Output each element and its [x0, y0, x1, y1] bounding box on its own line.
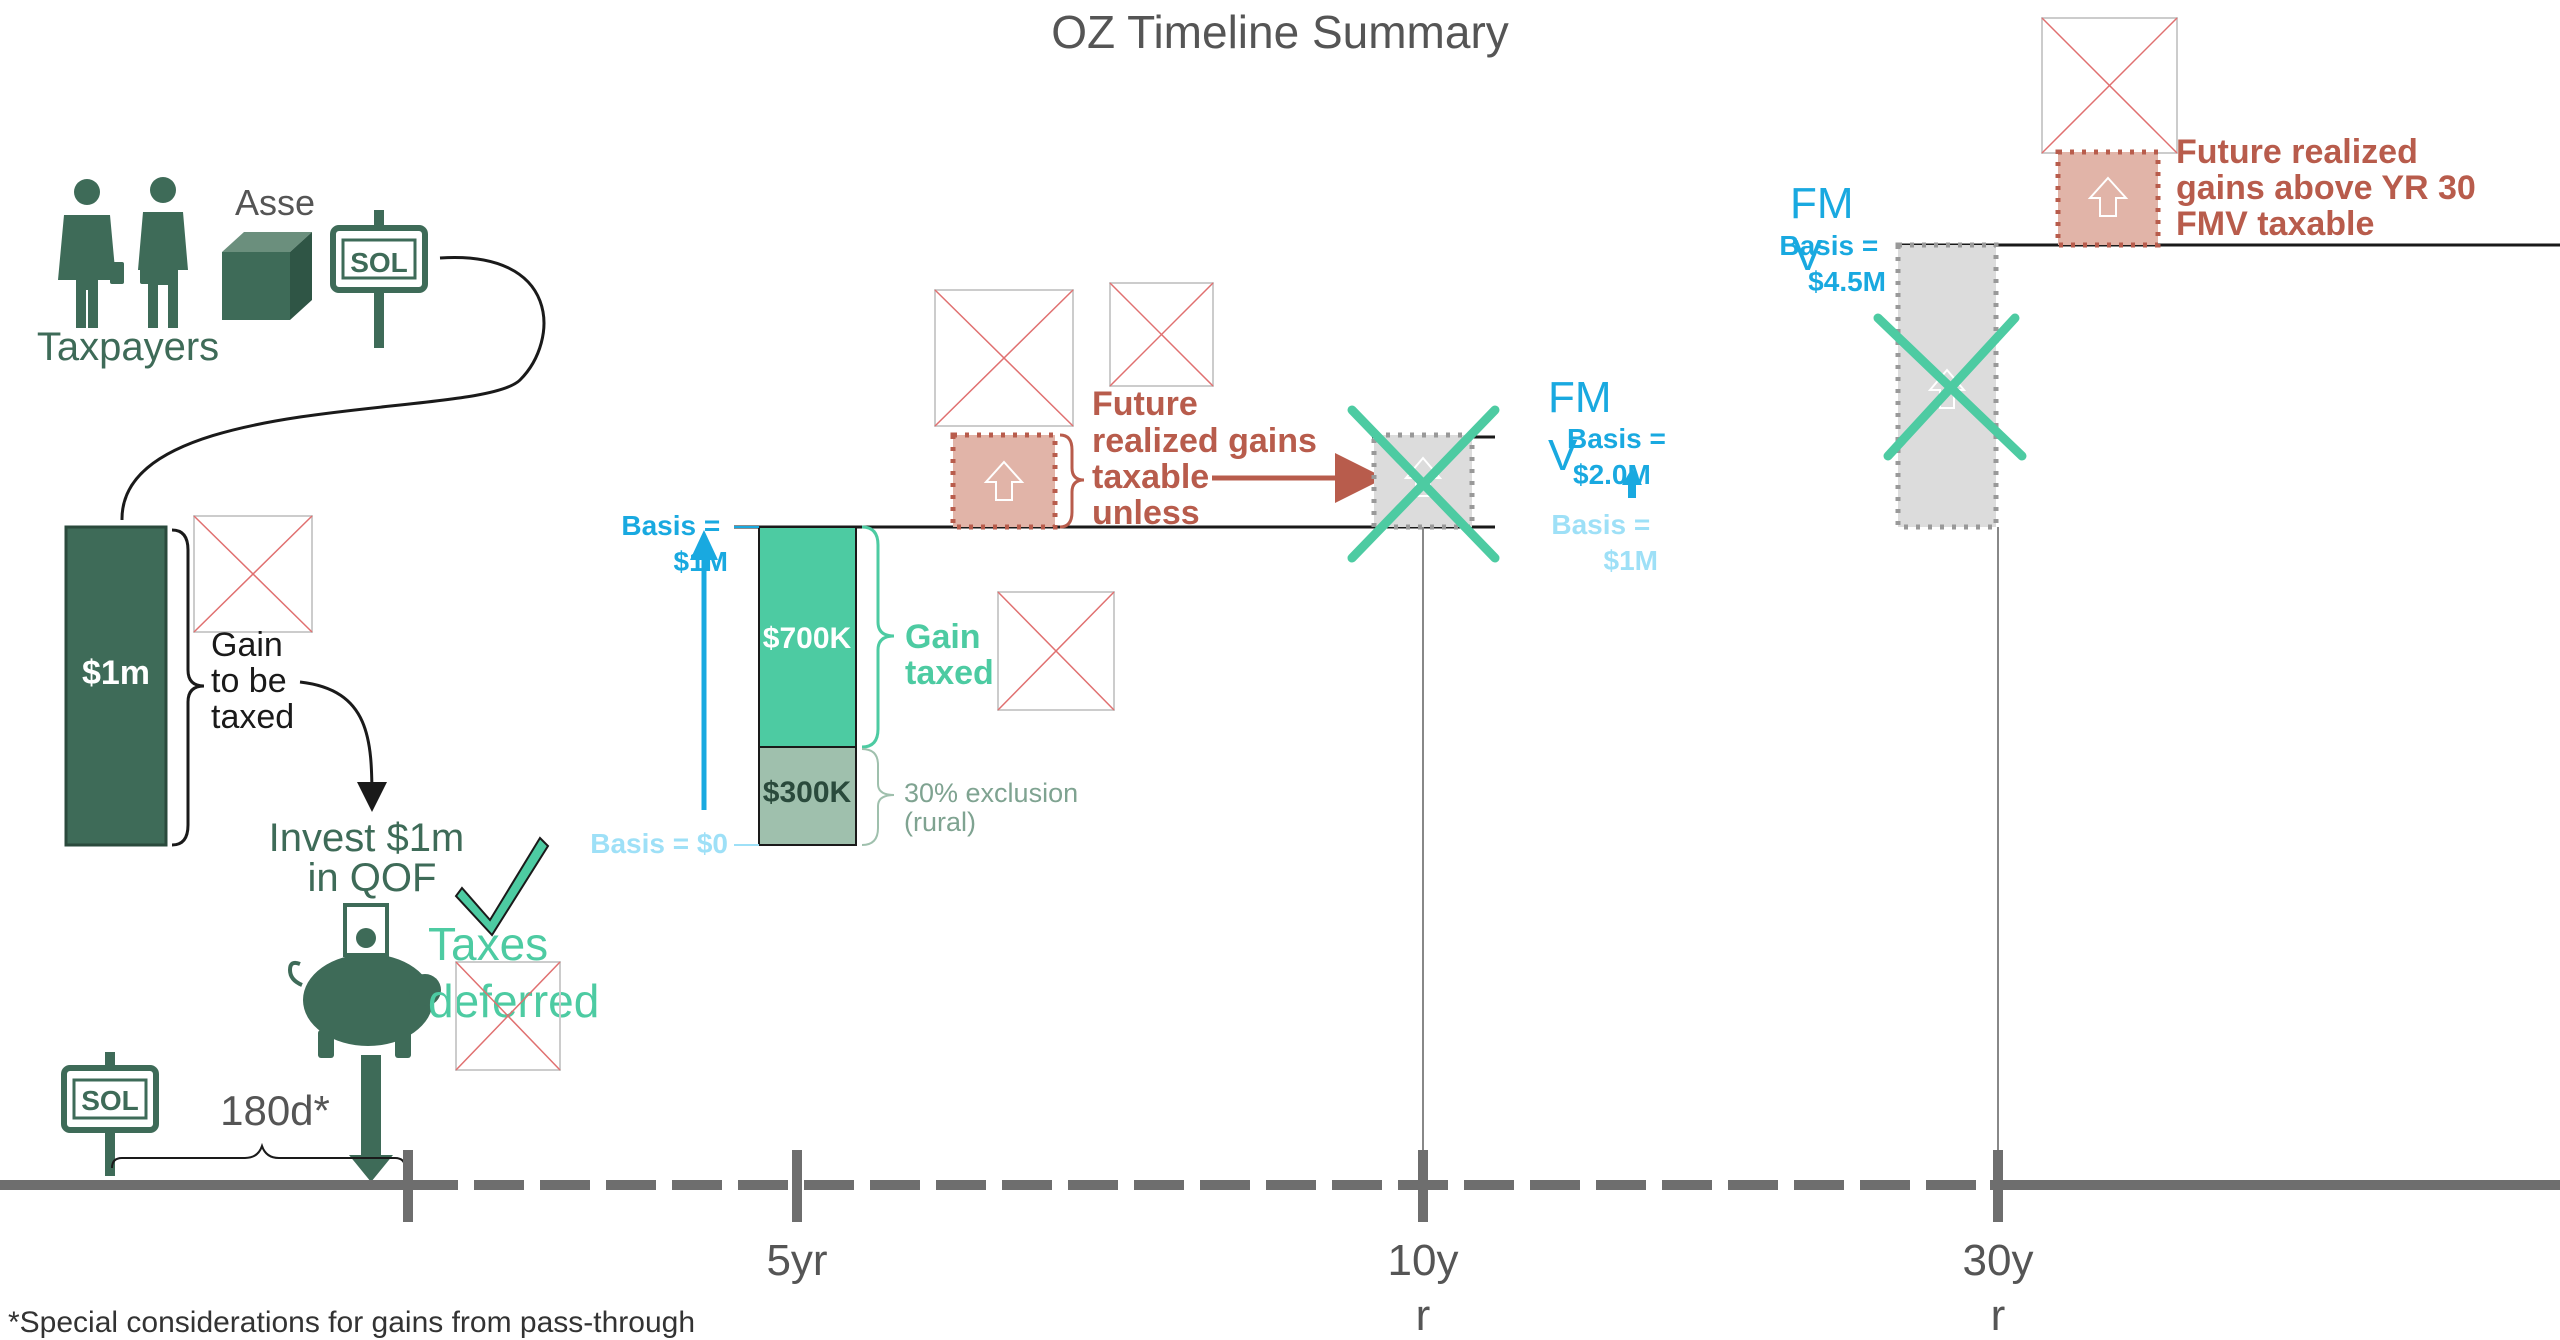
- invest-in-qof-label: Invest $1m in QOF: [269, 816, 476, 900]
- future-gains-box: [950, 432, 1058, 530]
- piggy-bank-icon: [287, 903, 441, 1058]
- investment-bar: [64, 525, 168, 847]
- yr30-future-gains-box: [2055, 149, 2161, 248]
- asset-box-icon: [222, 232, 312, 320]
- yr30-cross-icon: [1873, 313, 2027, 461]
- days-brace: [111, 1142, 406, 1169]
- broken-image-placeholder-icon: [455, 961, 561, 1071]
- yr30-basis-label: Basis = $4.5M: [1779, 230, 1886, 297]
- broken-image-placeholder-icon: [2041, 17, 2178, 154]
- exclusion-label: 30% exclusion (rural): [904, 778, 1086, 837]
- days-label: 180d*: [220, 1087, 330, 1134]
- yr30-future-gains-label: Future realized gains above YR 30 FMV ta…: [2176, 133, 2485, 243]
- broken-image-placeholder-icon: [1109, 282, 1214, 387]
- yr10-cross-icon: [1347, 405, 1500, 563]
- investment-amount: $1m: [82, 654, 150, 692]
- broken-image-placeholder-icon: [193, 515, 313, 633]
- basis-bottom-label: Basis = $0: [590, 828, 728, 859]
- gain-taxed-label: Gain taxed: [905, 618, 994, 692]
- taxpayers-icon: [58, 177, 188, 328]
- stack-upper-segment: [758, 526, 857, 748]
- exclusion-brace: [861, 748, 895, 846]
- sol-sign-bottom-icon: [61, 1052, 159, 1176]
- yr10-fmv-label: FM V: [1548, 373, 1624, 480]
- stack-lower-segment: [758, 746, 857, 846]
- footnote: *Special considerations for gains from p…: [8, 1306, 695, 1339]
- yr10-basis-arrow-icon: [1622, 468, 1642, 498]
- invest-arrow: [299, 680, 387, 812]
- basis-arrow-head-icon: [690, 530, 718, 560]
- taxpayers-label: Taxpayers: [37, 325, 219, 369]
- tick-label-10yr-suffix: r: [1416, 1291, 1431, 1340]
- sol-sign-label: SOL: [350, 247, 408, 278]
- page-title: OZ Timeline Summary: [1051, 6, 1509, 58]
- gain-to-be-taxed-label: Gain to be taxed: [211, 626, 296, 736]
- yr10-basis-new-label: Basis = $2.0M: [1567, 423, 1674, 490]
- up-arrow-icon: [983, 460, 1025, 501]
- yr30-up-arrow-icon: [1927, 368, 1967, 409]
- future-gains-brace: [1059, 433, 1085, 529]
- gain-taxed-brace: [861, 525, 895, 749]
- stack-lower-value: $300K: [763, 776, 852, 809]
- deposit-arrow-icon: [349, 1055, 393, 1182]
- tick-label-5yr: 5yr: [766, 1236, 827, 1285]
- yr10-up-arrow-icon: [1403, 456, 1443, 497]
- broken-image-placeholder-icon: [997, 591, 1115, 711]
- broken-image-placeholder-icon: [934, 289, 1074, 427]
- check-icon: [454, 836, 550, 937]
- gain-brace: [171, 528, 205, 847]
- stack-upper-value: $700K: [763, 622, 852, 655]
- sale-connector-line: [120, 256, 546, 521]
- future-gains-label: Future realized gains taxable unless: [1092, 385, 1326, 532]
- basis-top-label: Basis = $1M: [621, 510, 728, 577]
- sol-sign-icon: [330, 210, 428, 348]
- tick-label-30yr-suffix: r: [1991, 1291, 2006, 1340]
- tick-label-30yr: 30y: [1963, 1236, 2034, 1285]
- asset-label: Asse: [235, 182, 315, 223]
- tick-label-10yr: 10y: [1388, 1236, 1459, 1285]
- yr30-fmv-label: FM V: [1790, 179, 1866, 280]
- yr30-future-up-arrow-icon: [2087, 176, 2129, 217]
- sol-sign-bottom-label: SOL: [81, 1085, 139, 1116]
- yr10-basis-old-label: Basis = $1M: [1551, 509, 1658, 576]
- taxes-deferred-label: Taxes deferred: [428, 918, 599, 1027]
